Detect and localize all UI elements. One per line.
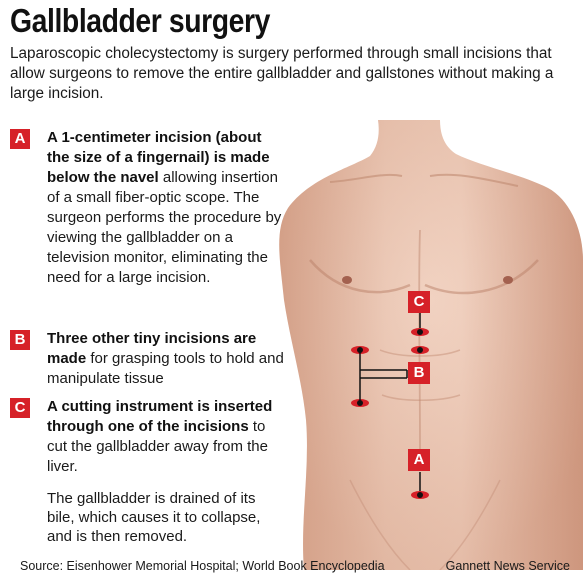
torso-illustration: [279, 120, 583, 570]
step-a-badge: A: [10, 129, 30, 149]
intro-text: Laparoscopic cholecystectomy is surgery …: [10, 45, 554, 102]
step-c: C A cutting instrument is inserted throu…: [10, 397, 285, 477]
step-c-bold: A cutting instrument is inserted through…: [47, 398, 273, 435]
agency-credit: Gannett News Service: [445, 559, 570, 573]
marker-a: A: [408, 449, 430, 471]
step-b: B Three other tiny incisions are made fo…: [10, 329, 285, 389]
step-a: A A 1-centimeter incision (about the siz…: [10, 128, 285, 288]
source-credit: Source: Eisenhower Memorial Hospital; Wo…: [20, 559, 385, 573]
step-b-badge: B: [10, 330, 30, 350]
step-c-text: to cut the gallbladder away from the liv…: [47, 418, 268, 475]
step-c-badge: C: [10, 398, 30, 418]
step-b-bold: Three other tiny incisions are made: [47, 330, 257, 367]
marker-c: C: [408, 291, 430, 313]
note-text: The gallbladder is drained of its bile, …: [47, 490, 261, 545]
page-title: Gallbladder surgery: [10, 2, 270, 39]
step-a-bold: A 1-centimeter incision (about the size …: [47, 129, 270, 186]
marker-b: B: [408, 362, 430, 384]
step-a-text: allowing insertion of a small fiber-opti…: [47, 169, 282, 286]
step-b-text: for grasping tools to hold and manipulat…: [47, 350, 284, 387]
